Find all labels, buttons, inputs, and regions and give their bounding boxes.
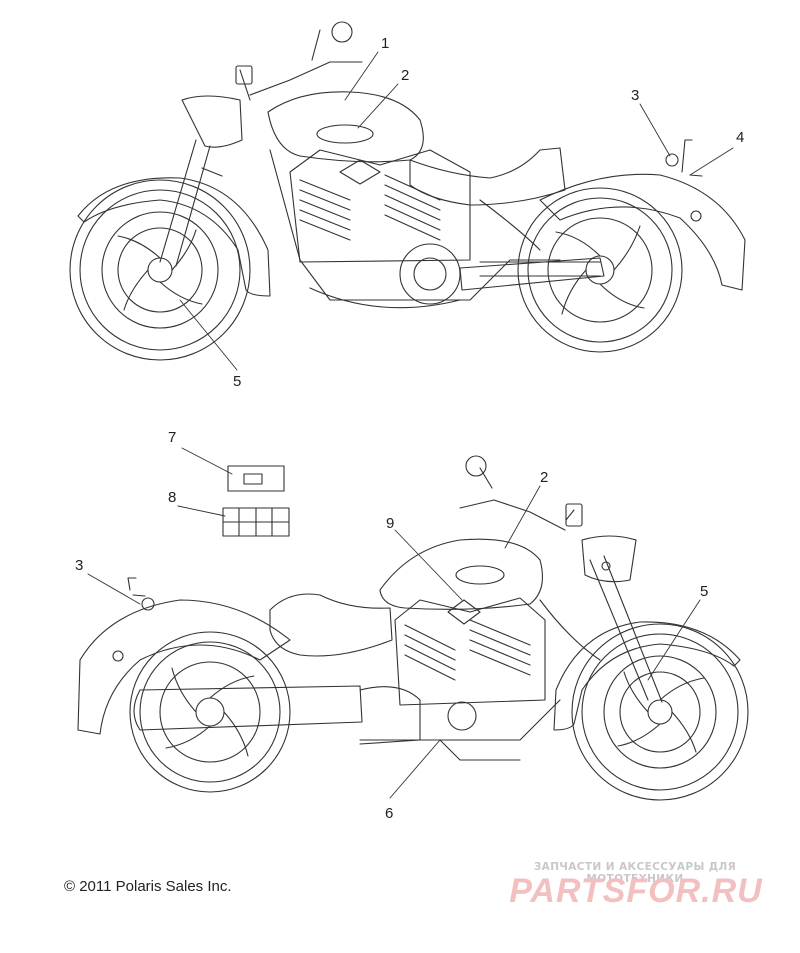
sissy-bar-bottom bbox=[127, 577, 146, 597]
mirror-bottom bbox=[465, 455, 487, 477]
callout-2-top: 2 bbox=[401, 67, 409, 84]
sissy-bar-top bbox=[681, 139, 703, 177]
rear-fender-bottom bbox=[77, 599, 291, 735]
exhaust-top bbox=[459, 257, 605, 291]
callout-4-top: 4 bbox=[736, 129, 744, 146]
copyright-notice: © 2011 Polaris Sales Inc. bbox=[64, 878, 232, 895]
front-fender-top bbox=[77, 177, 271, 297]
callout-5-top: 5 bbox=[233, 373, 241, 390]
callout-5-bottom: 5 bbox=[700, 583, 708, 600]
callout-3-top: 3 bbox=[631, 87, 639, 104]
seat-bottom bbox=[269, 593, 393, 657]
fuel-tank-bottom bbox=[379, 538, 543, 610]
rear-wheel-top bbox=[517, 187, 683, 353]
callout-7: 7 bbox=[168, 429, 176, 446]
front-fender-bottom bbox=[553, 621, 741, 731]
callout-6: 6 bbox=[385, 805, 393, 822]
fuel-tank-top bbox=[267, 91, 424, 163]
front-wheel-top bbox=[69, 179, 251, 361]
exhaust-bottom bbox=[133, 685, 363, 731]
rear-fender-top bbox=[539, 173, 746, 291]
tank-decal-bottom bbox=[455, 565, 505, 585]
front-wheel-bottom bbox=[571, 623, 749, 801]
engine-bottom bbox=[394, 597, 546, 731]
fairing-bottom bbox=[581, 535, 637, 583]
callout-2-bottom: 2 bbox=[540, 469, 548, 486]
front-fork-top bbox=[159, 139, 223, 267]
leader-lines bbox=[87, 51, 734, 799]
tank-decal-top bbox=[316, 124, 374, 144]
motorcycle-top-view bbox=[69, 21, 746, 361]
mirror-top bbox=[331, 21, 353, 43]
callout-1-top: 1 bbox=[381, 35, 389, 52]
label-decal-8 bbox=[222, 507, 290, 537]
front-fork-bottom bbox=[589, 555, 663, 703]
watermark-tagline: ЗАПЧАСТИ И АКСЕССУАРЫ ДЛЯ МОТОТЕХНИКИ bbox=[533, 861, 737, 885]
callout-3-bottom: 3 bbox=[75, 557, 83, 574]
motorcycle-bottom-view bbox=[77, 455, 749, 801]
callout-8: 8 bbox=[168, 489, 176, 506]
handlebar-bottom bbox=[459, 467, 575, 531]
swingarm-top bbox=[479, 261, 601, 277]
rear-wheel-bottom bbox=[129, 631, 291, 793]
fairing-top bbox=[181, 95, 243, 148]
label-decal-7 bbox=[227, 465, 285, 492]
callout-9: 9 bbox=[386, 515, 394, 532]
handlebar-top bbox=[239, 29, 363, 101]
seat-top bbox=[409, 147, 566, 206]
frame-bottom bbox=[359, 699, 561, 761]
engine-top bbox=[289, 149, 471, 305]
watermark-brand: PARTSFOR.RU bbox=[509, 872, 763, 910]
